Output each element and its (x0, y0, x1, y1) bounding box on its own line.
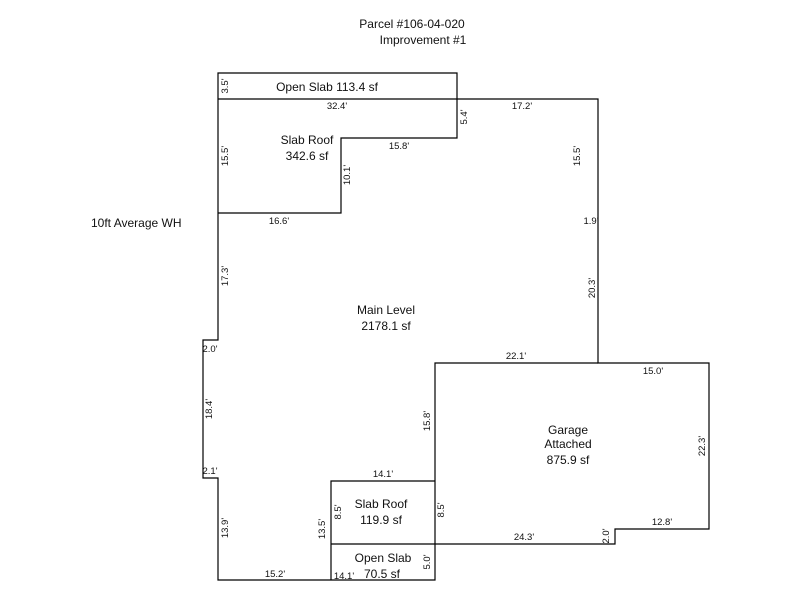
main-level-area: 2178.1 sf (361, 319, 411, 333)
dim-2-1: 2.1' (202, 466, 217, 477)
parcel-title: Parcel #106-04-020 (359, 17, 465, 31)
building-outline (202, 72, 710, 581)
dim-1-9: 1.9' (583, 216, 598, 227)
dim-15-8-top: 15.8' (389, 141, 409, 152)
dim-14-1-top: 14.1' (373, 469, 393, 480)
dim-15-2: 15.2' (265, 569, 285, 580)
slab-roof-bottom-area: 119.9 sf (360, 513, 402, 527)
dim-24-3: 24.3' (514, 532, 534, 543)
dim-10-1: 10.1' (342, 165, 353, 185)
dim-32-4: 32.4' (327, 101, 347, 112)
dim-13-5: 13.5' (317, 519, 328, 539)
slab-roof-top-name: Slab Roof (281, 133, 334, 147)
dim-8-5-right: 8.5' (436, 502, 447, 517)
dim-2-0-left: 2.0' (202, 344, 217, 355)
garage-name-1: Garage (548, 423, 588, 437)
dim-13-9: 13.9' (220, 518, 231, 538)
dim-15-5-right: 15.5' (572, 146, 583, 166)
dim-16-6: 16.6' (269, 216, 289, 227)
dim-22-1: 22.1' (506, 351, 526, 362)
main-level-name: Main Level (357, 303, 415, 317)
dim-15-0: 15.0' (643, 366, 663, 377)
dim-2-0-right: 2.0' (601, 528, 612, 543)
dim-12-8: 12.8' (652, 517, 672, 528)
open-slab-bottom-name: Open Slab (355, 551, 412, 565)
dim-17-2: 17.2' (512, 101, 532, 112)
dim-15-5-left: 15.5' (220, 146, 231, 166)
dim-5-4: 5.4' (459, 109, 470, 124)
dim-17-3: 17.3' (220, 266, 231, 286)
slab-roof-top-outline (218, 99, 458, 214)
dim-15-8-mid: 15.8' (422, 411, 433, 431)
slab-roof-bottom-name: Slab Roof (355, 497, 408, 511)
dim-3-5: 3.5' (220, 78, 231, 93)
dim-18-4: 18.4' (204, 399, 215, 419)
slab-roof-top-area: 342.6 sf (286, 149, 329, 163)
dim-14-1-bottom: 14.1' (334, 571, 354, 582)
garage-area: 875.9 sf (547, 453, 590, 467)
dim-22-3: 22.3' (697, 436, 708, 456)
dim-5-0: 5.0' (422, 554, 433, 569)
improvement-title: Improvement #1 (380, 33, 467, 47)
garage-outline (434, 362, 598, 544)
open-slab-top-label: Open Slab 113.4 sf (276, 80, 379, 94)
open-slab-bottom-area: 70.5 sf (364, 567, 401, 581)
slab-roof-bottom-outline (330, 480, 435, 580)
garage-name-2: Attached (544, 437, 591, 451)
dim-8-5-left: 8.5' (333, 504, 344, 519)
wall-height-note: 10ft Average WH (91, 216, 182, 230)
dim-20-3: 20.3' (587, 278, 598, 298)
